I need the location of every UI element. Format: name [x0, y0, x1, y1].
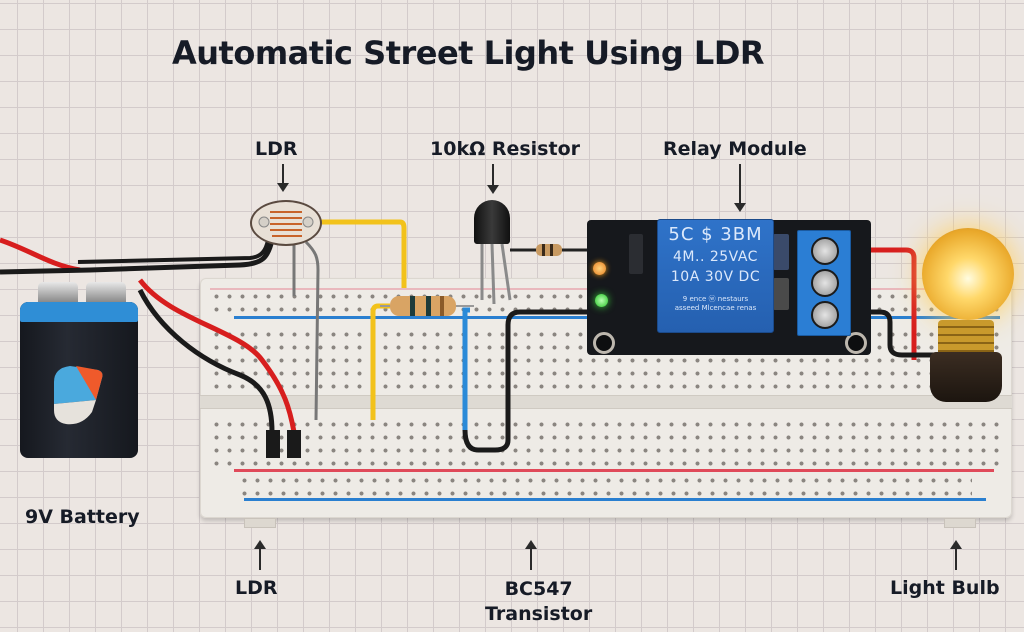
- battery-terminal-left: [38, 282, 78, 302]
- diagram-title: Automatic Street Light Using LDR: [172, 34, 765, 72]
- battery-logo-icon: [54, 366, 103, 425]
- wire-yellow-bottom: [370, 303, 390, 420]
- diode-component: [773, 234, 789, 270]
- screw-terminal-com[interactable]: [811, 269, 839, 297]
- led-power: [593, 262, 606, 275]
- wire-black-ldr-1: [0, 239, 275, 275]
- light-bulb: [922, 228, 1014, 320]
- transistor-bc547: [474, 200, 510, 244]
- label-transistor: BC547 Transistor: [485, 577, 592, 627]
- wire-black-loop: [462, 309, 600, 453]
- resistor-small: [536, 244, 562, 256]
- resistor-band-2: [426, 296, 431, 316]
- battery-cap: [20, 302, 138, 322]
- resistor-band-1: [410, 296, 415, 316]
- breadboard-foot-right: [944, 518, 976, 528]
- arrow-bulb: [950, 540, 962, 570]
- breadboard-foot-left: [244, 518, 276, 528]
- bulb-base: [938, 320, 994, 358]
- transistor-leg-c: [500, 243, 512, 301]
- label-transistor-model: BC547: [504, 578, 573, 600]
- led-signal: [595, 294, 608, 307]
- battery-9v: [20, 282, 138, 458]
- transistor-smd: [773, 278, 789, 310]
- connector-black: [266, 430, 280, 458]
- label-resistor-top: 10kΩ Resistor: [430, 138, 580, 160]
- wire-red-left: [0, 237, 81, 273]
- ldr-leg-2: [304, 240, 320, 421]
- screw-terminal-no[interactable]: [811, 301, 839, 329]
- wire-red-battery: [138, 278, 297, 433]
- label-relay-top: Relay Module: [663, 138, 807, 160]
- wire-black-ldr-2: [77, 239, 270, 264]
- relay-component: 5C $ 3BM 4M.. 25VAC 10A 30V DC 9 ence ⓦ …: [657, 219, 774, 333]
- arrow-ldr: [277, 164, 289, 192]
- label-ldr-top: LDR: [255, 138, 298, 160]
- arrow-resistor: [487, 164, 499, 194]
- relay-text-line2: 4M.. 25VAC: [673, 249, 758, 265]
- wire-red-bulb: [848, 247, 917, 360]
- wire-black-battery: [137, 288, 275, 433]
- relay-terminal-block: [797, 230, 851, 336]
- holes-bottom-rail: [238, 474, 972, 498]
- connector-red: [287, 430, 301, 458]
- wire-black-bulb: [848, 309, 935, 358]
- screw-terminal-nc[interactable]: [811, 237, 839, 265]
- mount-hole-left: [593, 332, 615, 354]
- arrow-transistor: [525, 540, 537, 570]
- ldr-sensor: [250, 200, 322, 246]
- arrow-ldr-bottom: [254, 540, 266, 570]
- bulb-socket: [930, 352, 1002, 402]
- breadboard-center-channel: [200, 395, 1012, 409]
- mount-hole-right: [845, 332, 867, 354]
- relay-text-line1: 5C $ 3BM: [668, 224, 763, 245]
- resistor-small-band-1: [542, 244, 545, 256]
- resistor-10k-body: [390, 296, 456, 316]
- battery-terminal-right: [86, 282, 126, 302]
- arrow-relay: [734, 164, 746, 212]
- transistor-leg-b: [490, 243, 496, 305]
- rail-bottom-red: [234, 469, 994, 472]
- label-bulb: Light Bulb: [890, 577, 1000, 599]
- label-transistor-type: Transistor: [485, 603, 593, 625]
- label-ldr-bottom: LDR: [235, 577, 278, 599]
- relay-text-line3: 10A 30V DC: [670, 269, 761, 285]
- ldr-pattern-icon: [258, 211, 314, 237]
- label-battery: 9V Battery: [25, 506, 140, 528]
- wire-blue: [462, 307, 470, 430]
- rail-bottom-blue: [244, 498, 986, 501]
- resistor-band-3: [440, 296, 444, 316]
- relay-text-line4: 9 ence ⓦ nestaurs asseed Mlcencae renas: [674, 295, 757, 312]
- holes-lower-terminal: [210, 418, 1000, 470]
- smd-component: [629, 234, 643, 274]
- resistor-small-band-2: [550, 244, 553, 256]
- wire-yellow-top: [318, 219, 407, 288]
